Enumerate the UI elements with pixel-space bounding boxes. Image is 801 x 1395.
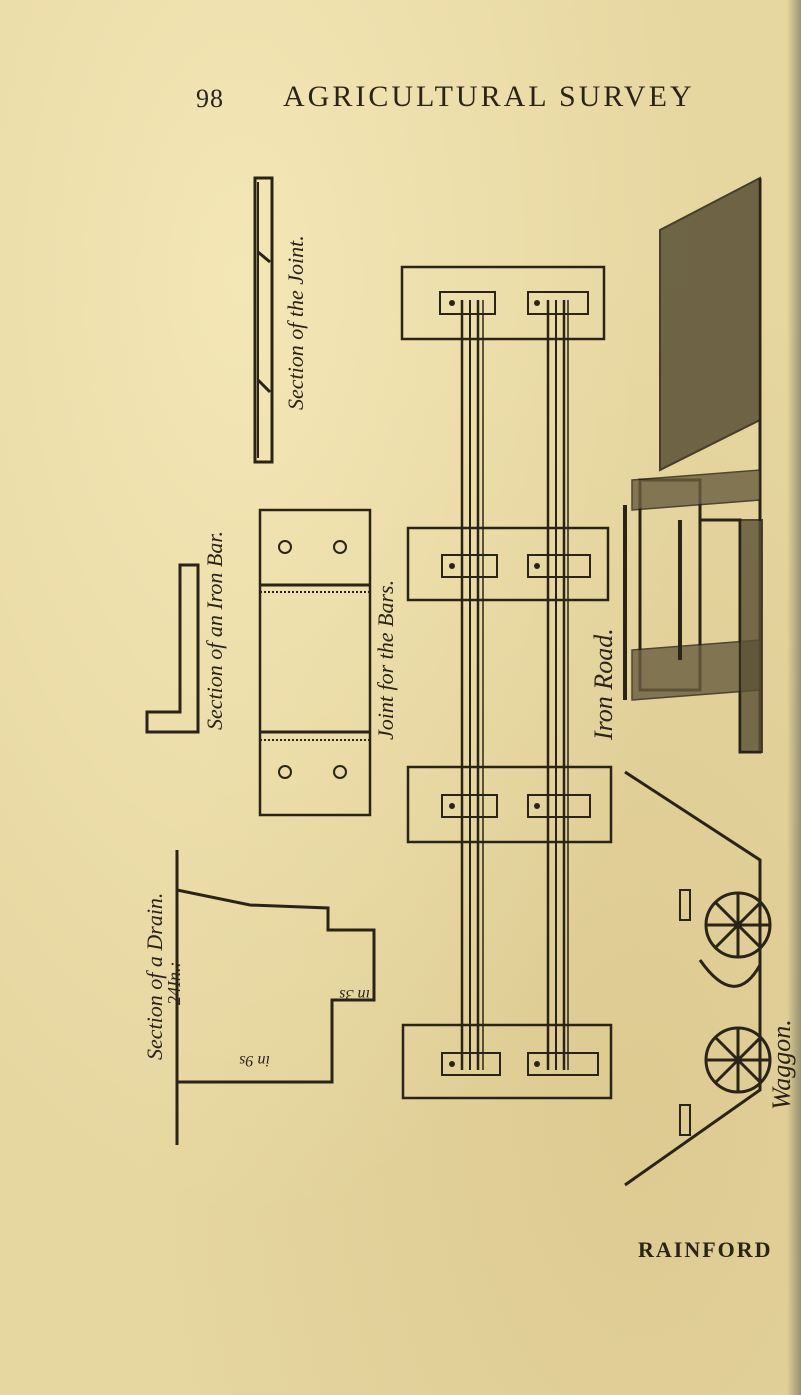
joint-bars-figure [258,508,372,817]
waggon-plan-figure [623,176,763,754]
catchword: RAINFORD [638,1237,773,1262]
label-section-drain: Section of a Drain. [142,893,167,1060]
label-section-joint: Section of the Joint. [283,235,308,410]
page-number: 98 [196,84,224,113]
running-title: AGRICULTURAL SURVEY [283,80,695,113]
label-waggon: Waggon. [767,1019,796,1110]
label-drain-size: 24In.: [164,962,184,1006]
drain-section-figure [175,850,376,1145]
page-edge [787,0,801,1395]
label-joint-bars: Joint for the Bars. [373,580,398,740]
label-section-iron-bar: Section of an Iron Bar. [202,531,227,730]
iron-road-figure [400,265,613,1100]
label-drain-mark-1: in 9s [239,1052,270,1069]
iron-bar-section-figure [145,563,200,734]
label-drain-mark-2: in 3s [339,986,370,1003]
joint-section-figure [253,176,274,464]
label-iron-road: Iron Road. [589,628,618,741]
waggon-elevation-figure [624,770,772,1187]
